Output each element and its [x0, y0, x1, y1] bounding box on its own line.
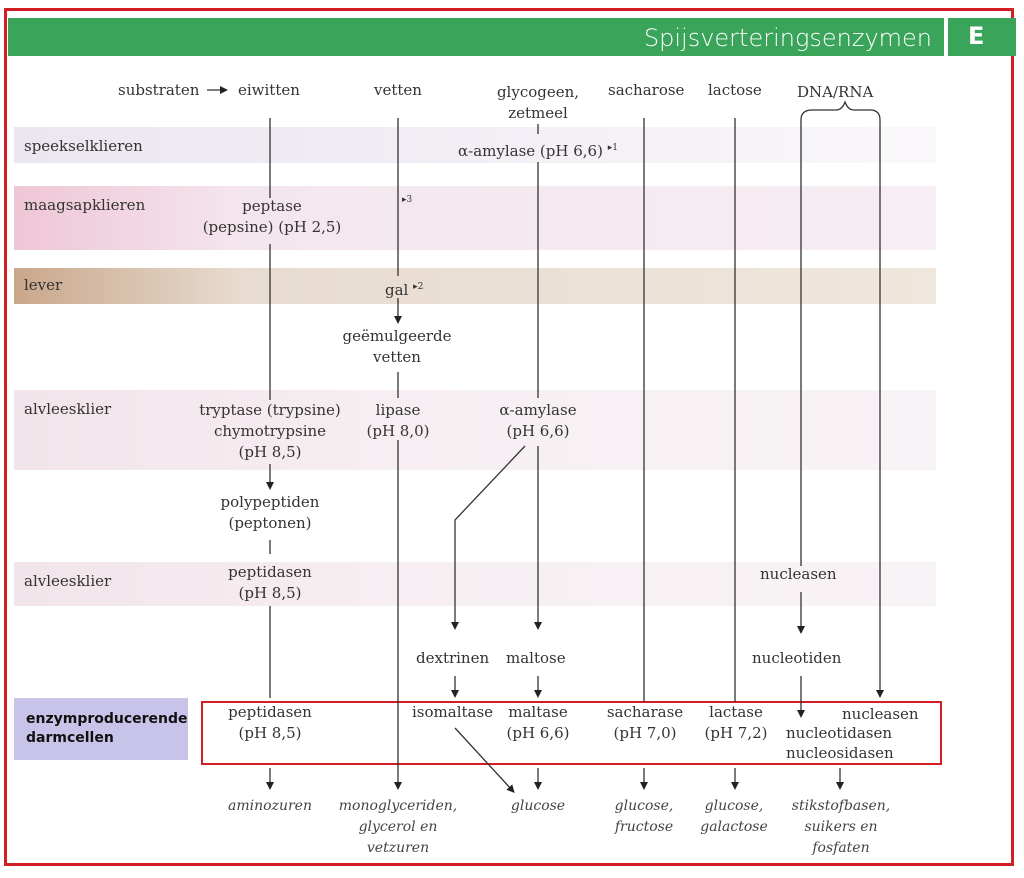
enzyme-lipase: lipase (pH 8,0) [366, 401, 430, 440]
enzyme-peptidasen-darm: peptidasen (pH 8,5) [228, 703, 312, 742]
page-title: Spijsverteringsenzymen [643, 24, 932, 52]
product-monoglyceriden: monoglyceriden, glycerol en vetzuren [338, 798, 458, 856]
substraat-sacharose: sacharose [608, 81, 685, 99]
darmcellen-box [201, 701, 942, 765]
note-marker-3: ▸3 [402, 195, 413, 205]
maltose: maltose [506, 649, 566, 667]
enzyme-amylase-alvlees: α-amylase (pH 6,6) [499, 401, 577, 440]
row-lever: lever [24, 276, 63, 294]
row-alvleesklier-2: alvleesklier [24, 572, 112, 590]
enzyme-lactase: lactase (pH 7,2) [704, 703, 768, 742]
enzyme-peptase: peptase (pepsine) (pH 2,5) [202, 197, 342, 236]
product-glucose-galactose: glucose, galactose [700, 798, 768, 835]
enzyme-maltase: maltase (pH 6,6) [506, 703, 570, 742]
substraten-label: substraten [118, 81, 200, 99]
band-speekselklieren [14, 127, 936, 163]
product-glucose-fructose: glucose, fructose [614, 798, 674, 835]
enzyme-isomaltase: isomaltase [412, 703, 494, 721]
band-maagsapklieren [14, 186, 936, 250]
header-divider [944, 18, 948, 56]
note-marker-1: ▸1 [607, 143, 618, 153]
enzyme-peptidasen-alvlees: peptidasen (pH 8,5) [228, 563, 312, 602]
dextrinen: dextrinen [416, 649, 490, 667]
section-letter: E [968, 22, 985, 50]
row-alvleesklier-1: alvleesklier [24, 400, 112, 418]
nucleotiden: nucleotiden [752, 649, 842, 667]
product-stikstofbasen: stikstofbasen, suikers en fosfaten [791, 798, 891, 856]
header-bar [8, 18, 1016, 56]
geemulgeerde-vetten: geëmulgeerde vetten [342, 327, 452, 366]
product-aminozuren: aminozuren [228, 798, 312, 814]
substraat-dna-rna: DNA/RNA [797, 83, 874, 101]
substraat-glycogeen: glycogeen, zetmeel [496, 83, 580, 122]
enzyme-nucleasen-alvlees: nucleasen [760, 565, 837, 583]
band-lever [14, 268, 936, 304]
band-alvleesklier-2 [14, 562, 936, 606]
row-maagsapklieren: maagsapklieren [24, 196, 146, 214]
row-speekselklieren: speekselklieren [24, 137, 143, 155]
band-alvleesklier-1 [14, 390, 936, 470]
enzyme-tryptase: tryptase (trypsine) chymotrypsine (pH 8,… [199, 401, 341, 461]
enzyme-amylase-speeksel: α-amylase (pH 6,6) ▸1 [458, 142, 618, 160]
arrow-isomaltase-glucose [454, 727, 515, 793]
dna-rna-brace [800, 100, 881, 121]
enzyme-sacharase: sacharase (pH 7,0) [606, 703, 684, 742]
row-darmcellen: enzymproducerende darmcellen [26, 711, 188, 746]
polypeptiden: polypeptiden (peptonen) [220, 493, 320, 532]
enzyme-nucleotidasen: nucleotidasen [786, 724, 893, 742]
substraat-lactose: lactose [708, 81, 762, 99]
substraat-eiwitten: eiwitten [238, 81, 300, 99]
product-glucose: glucose [510, 798, 566, 814]
note-marker-2: ▸2 [413, 282, 424, 292]
arrow-dextrinen [451, 445, 526, 630]
substraat-vetten: vetten [374, 81, 422, 99]
enzyme-gal: gal ▸2 [385, 281, 424, 299]
enzyme-nucleasen-darm: nucleasen [842, 705, 919, 723]
outer-frame [4, 8, 1014, 866]
darmcellen-highlight [14, 698, 188, 760]
enzyme-nucleosidasen: nucleosidasen [786, 744, 894, 762]
